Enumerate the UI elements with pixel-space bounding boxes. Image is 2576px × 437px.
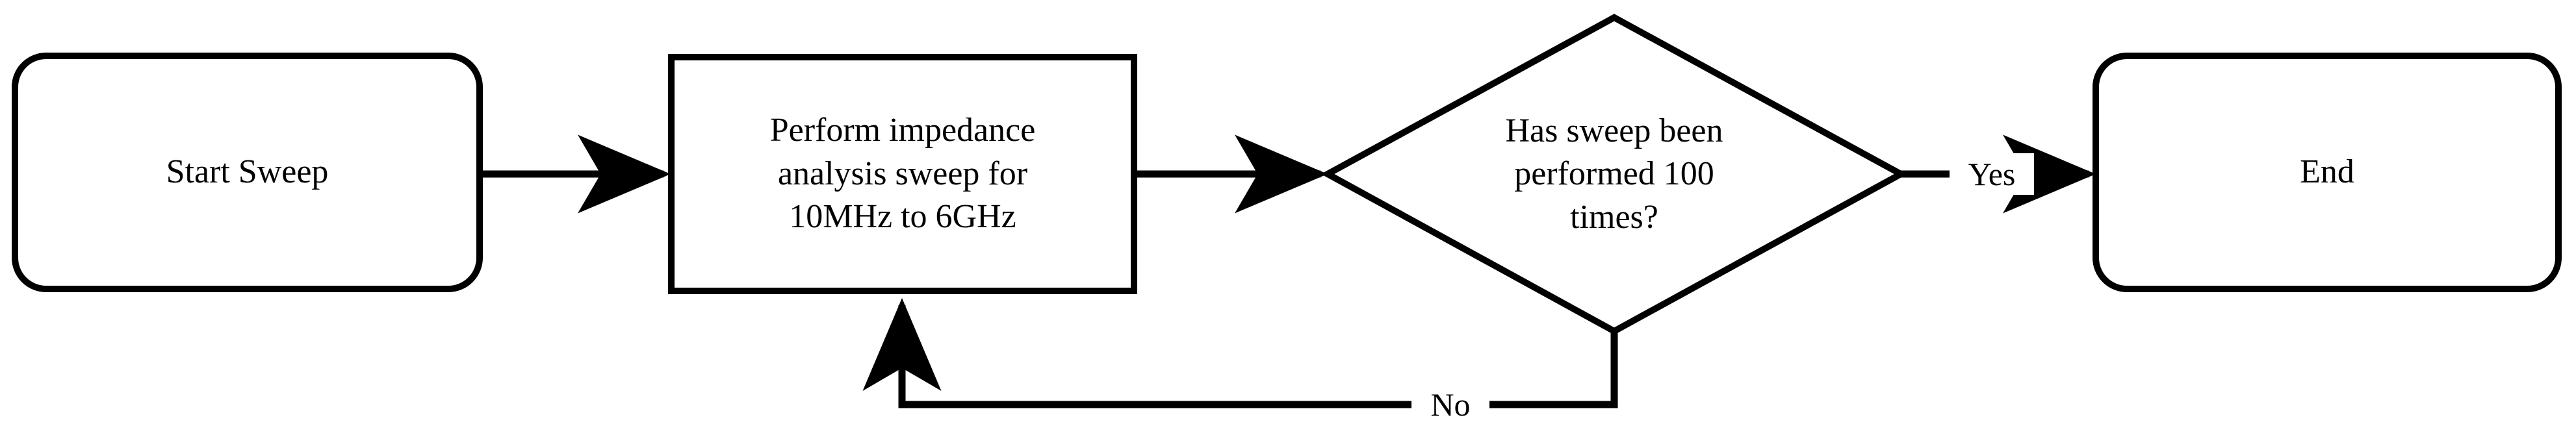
edge-decision-no-path [862,298,1618,408]
node-process-shape[interactable] [668,54,1137,294]
node-start-shape[interactable] [12,53,483,292]
node-decision-shape[interactable] [1320,14,1908,335]
node-end-shape[interactable] [2093,53,2562,292]
